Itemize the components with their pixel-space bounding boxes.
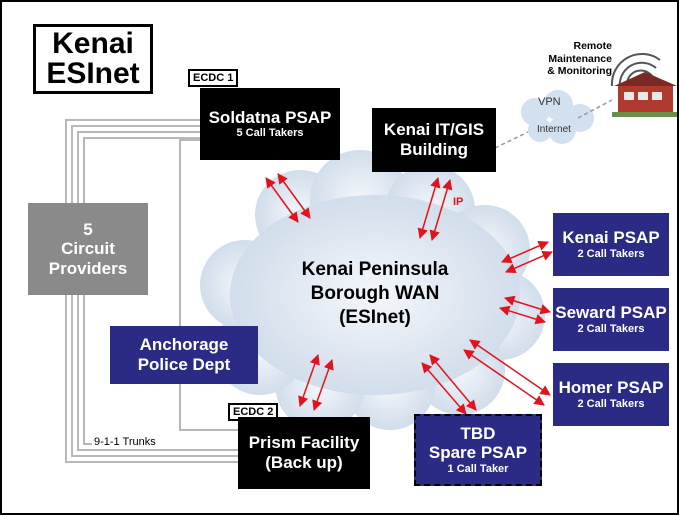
homer-psap-name: Homer PSAP — [558, 378, 664, 398]
kenai-psap-name: Kenai PSAP — [562, 228, 660, 248]
tbd-line2: Spare PSAP — [428, 443, 528, 463]
arrow-links — [265, 173, 553, 415]
it-gis-building-box[interactable]: Kenai IT/GIS Building — [372, 108, 496, 172]
remote-label: Remote Maintenance & Monitoring — [508, 40, 612, 78]
remote-line1: Remote — [573, 40, 612, 52]
arrow-prism-cloud-b — [312, 359, 334, 411]
cloud-line2: Borough WAN — [310, 282, 440, 304]
internet-label: Internet — [537, 124, 571, 135]
remote-line3: & Monitoring — [547, 65, 612, 78]
trunks-label: 9-1-1 Trunks — [92, 436, 158, 448]
cloud-label: Kenai Peninsula Borough WAN (ESInet) — [300, 258, 450, 329]
providers-line1: 5 — [83, 219, 93, 239]
seward-psap-name: Seward PSAP — [555, 303, 667, 323]
homer-psap-sub: 2 Call Takers — [577, 397, 645, 410]
title-block: Kenai ESInet — [33, 24, 153, 94]
soldatna-psap-sub: 5 Call Takers — [236, 127, 304, 140]
seward-psap-sub: 2 Call Takers — [577, 322, 645, 335]
homer-psap-box[interactable]: Homer PSAP 2 Call Takers — [553, 363, 669, 426]
providers-line3: Providers — [48, 258, 128, 278]
anchorage-line2: Police Dept — [137, 355, 231, 374]
prism-line1: Prism Facility — [248, 433, 360, 453]
seward-psap-box[interactable]: Seward PSAP 2 Call Takers — [553, 288, 669, 351]
internet-links — [494, 99, 613, 149]
title-line1: Kenai — [52, 27, 134, 60]
title-line2: ESInet — [46, 57, 140, 90]
arrow-seward-cloud-b — [498, 305, 547, 325]
kenai-psap-box[interactable]: Kenai PSAP 2 Call Takers — [553, 213, 669, 276]
arrow-soldatna-cloud-b — [277, 173, 311, 219]
soldatna-psap-name: Soldatna PSAP — [208, 107, 332, 127]
prism-line2: (Back up) — [265, 453, 343, 472]
tbd-sub: 1 Call Taker — [447, 462, 509, 475]
cloud-line1: Kenai Peninsula — [301, 259, 449, 280]
ip-label: IP — [453, 196, 464, 208]
ecdc1-tag: ECDC 1 — [188, 69, 239, 88]
remote-line2: Maintenance — [548, 52, 612, 65]
tbd-line1: TBD — [460, 423, 496, 443]
kenai-psap-sub: 2 Call Takers — [577, 247, 645, 260]
cloud-line3: (ESInet) — [339, 306, 411, 328]
anchorage-line1: Anchorage — [139, 335, 229, 355]
vpn-label: VPN — [538, 96, 561, 108]
providers-line2: Circuit — [61, 239, 115, 259]
building-icon — [610, 53, 677, 117]
tbd-spare-psap-box[interactable]: TBD Spare PSAP 1 Call Taker — [414, 414, 542, 486]
arrow-itgis-cloud-b — [429, 178, 453, 242]
prism-facility-box[interactable]: Prism Facility (Back up) — [238, 417, 370, 489]
internet-cloud — [521, 90, 594, 144]
circuit-providers-box[interactable]: 5 Circuit Providers — [28, 203, 148, 295]
it-gis-line2: Building — [400, 140, 468, 159]
anchorage-police-box[interactable]: Anchorage Police Dept — [110, 326, 258, 384]
arrow-kenai-cloud-b — [505, 250, 553, 274]
it-gis-line1: Kenai IT/GIS — [383, 120, 485, 140]
arrow-tbd-cloud-b — [421, 362, 467, 415]
soldatna-psap-box[interactable]: Soldatna PSAP 5 Call Takers — [200, 88, 340, 160]
arrow-homer-cloud-b — [463, 349, 545, 406]
